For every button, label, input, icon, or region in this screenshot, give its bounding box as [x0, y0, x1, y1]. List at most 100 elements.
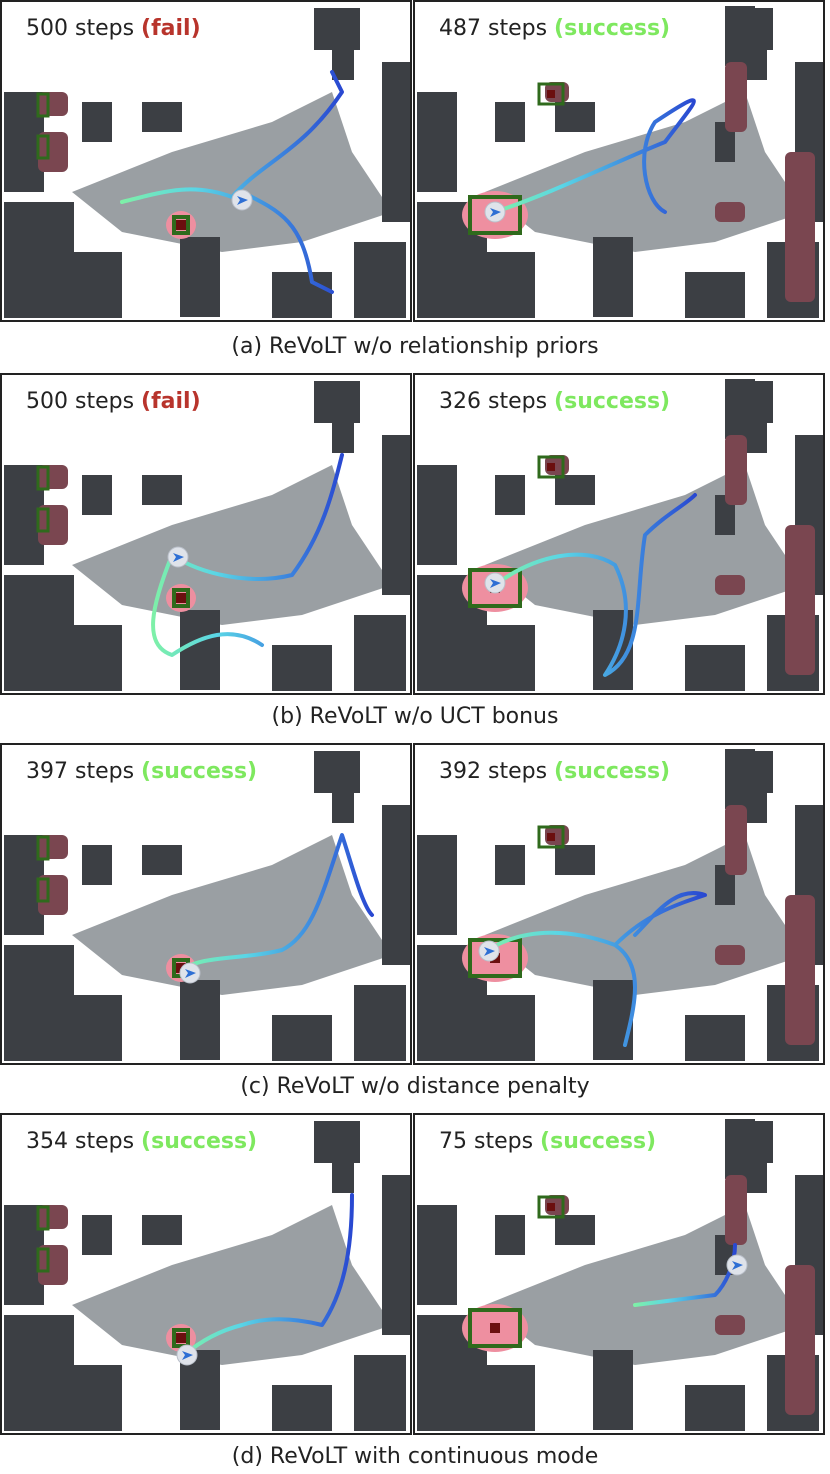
panel-a-left: 500 steps (fail): [0, 0, 412, 322]
obstacle-block: [725, 1119, 755, 1179]
steps-count: 354 steps: [26, 1129, 135, 1154]
steps-count: 487 steps: [439, 16, 548, 41]
trajectory-path: [493, 98, 696, 214]
object-region: [38, 1205, 68, 1229]
agent-arrow-icon: [185, 969, 196, 978]
object-region: [725, 805, 747, 875]
obstacle-block: [332, 50, 354, 80]
goal-box: [468, 568, 522, 608]
target-square: [176, 593, 186, 603]
obstacle-block: [142, 475, 182, 505]
trajectory-path: [151, 453, 344, 657]
obstacle-block: [142, 1215, 182, 1245]
step-label: 392 steps (success): [439, 759, 670, 784]
explored-area: [72, 1205, 392, 1365]
obstacle-block: [495, 475, 525, 515]
obstacle-block: [82, 102, 112, 142]
object-region: [785, 152, 815, 302]
object-region: [715, 945, 745, 965]
candidate-box: [36, 92, 50, 118]
explored-area: [72, 465, 392, 625]
object-region: [715, 1315, 745, 1335]
obstacle-block: [725, 379, 755, 439]
obstacle-block: [272, 1385, 332, 1431]
target-square: [547, 90, 555, 98]
obstacle-block: [142, 102, 182, 132]
obstacle-block: [417, 465, 457, 565]
target-square: [490, 1323, 500, 1333]
status-success: (success): [554, 759, 671, 784]
step-label: 397 steps (success): [26, 759, 257, 784]
candidate-box: [36, 835, 50, 861]
obstacle-block: [417, 835, 457, 935]
obstacle-block: [475, 1365, 535, 1431]
explored-area: [72, 92, 392, 252]
object-region: [38, 132, 68, 172]
goal-box: [172, 1328, 190, 1348]
map-d-right: [417, 1119, 823, 1431]
obstacle-block: [354, 1355, 406, 1431]
agent-arrow-icon: [173, 553, 184, 562]
object-region: [725, 435, 747, 505]
map-b-right: [417, 379, 823, 691]
obstacle-block: [475, 625, 535, 691]
candidate-box: [537, 455, 565, 479]
step-label: 75 steps (success): [439, 1129, 656, 1154]
obstacle-block: [382, 62, 410, 222]
obstacle-block: [62, 252, 122, 318]
obstacle-block: [685, 272, 745, 318]
obstacle-block: [62, 995, 122, 1061]
steps-count: 500 steps: [26, 389, 135, 414]
status-success: (success): [141, 759, 258, 784]
obstacle-block: [725, 749, 755, 809]
obstacle-block: [62, 1365, 122, 1431]
obstacle-block: [332, 1163, 354, 1193]
target-square: [547, 463, 555, 471]
panel-a-right: 487 steps (success): [413, 0, 825, 322]
agent-arrow-icon: [237, 196, 248, 205]
step-label: 500 steps (fail): [26, 16, 201, 41]
obstacle-block: [354, 615, 406, 691]
goal-box: [468, 1308, 522, 1348]
object-region: [38, 835, 68, 859]
obstacle-block: [593, 980, 633, 1060]
obstacle-block: [593, 1350, 633, 1430]
goal-box: [172, 588, 190, 608]
obstacle-block: [354, 242, 406, 318]
status-fail: (fail): [141, 16, 201, 41]
target-square: [547, 833, 555, 841]
agent-arrow-icon: [490, 579, 501, 588]
goal-box: [468, 938, 522, 978]
agent-arrow-icon: [182, 1351, 193, 1360]
steps-count: 500 steps: [26, 16, 135, 41]
target-square: [176, 1333, 186, 1343]
trajectory-path: [483, 891, 707, 1047]
target-square: [176, 220, 186, 230]
obstacle-block: [272, 272, 332, 318]
object-region: [38, 505, 68, 545]
map-b-left: [4, 381, 410, 691]
trajectory-path: [180, 833, 374, 972]
obstacle-block: [82, 1215, 112, 1255]
obstacle-block: [82, 475, 112, 515]
agent-arrow-icon: [732, 1261, 743, 1270]
obstacle-block: [382, 1175, 410, 1335]
steps-count: 75 steps: [439, 1129, 534, 1154]
map-a-left: [4, 8, 410, 318]
obstacle-block: [314, 751, 360, 793]
panel-c-left: 397 steps (success): [0, 743, 412, 1065]
map-c-left: [4, 751, 410, 1061]
object-region: [725, 62, 747, 132]
explored-area: [485, 835, 805, 995]
obstacle-block: [62, 625, 122, 691]
obstacle-block: [495, 102, 525, 142]
caption-d: (d) ReVoLT with continuous mode: [231, 1444, 599, 1469]
status-success: (success): [141, 1129, 258, 1154]
panel-b-right: 326 steps (success): [413, 373, 825, 695]
candidate-box: [537, 825, 565, 849]
agent-arrow-icon: [490, 208, 501, 217]
panel-d-left: 354 steps (success): [0, 1113, 412, 1435]
obstacle-block: [685, 1015, 745, 1061]
map-a-right: [417, 6, 823, 318]
obstacle-block: [495, 845, 525, 885]
